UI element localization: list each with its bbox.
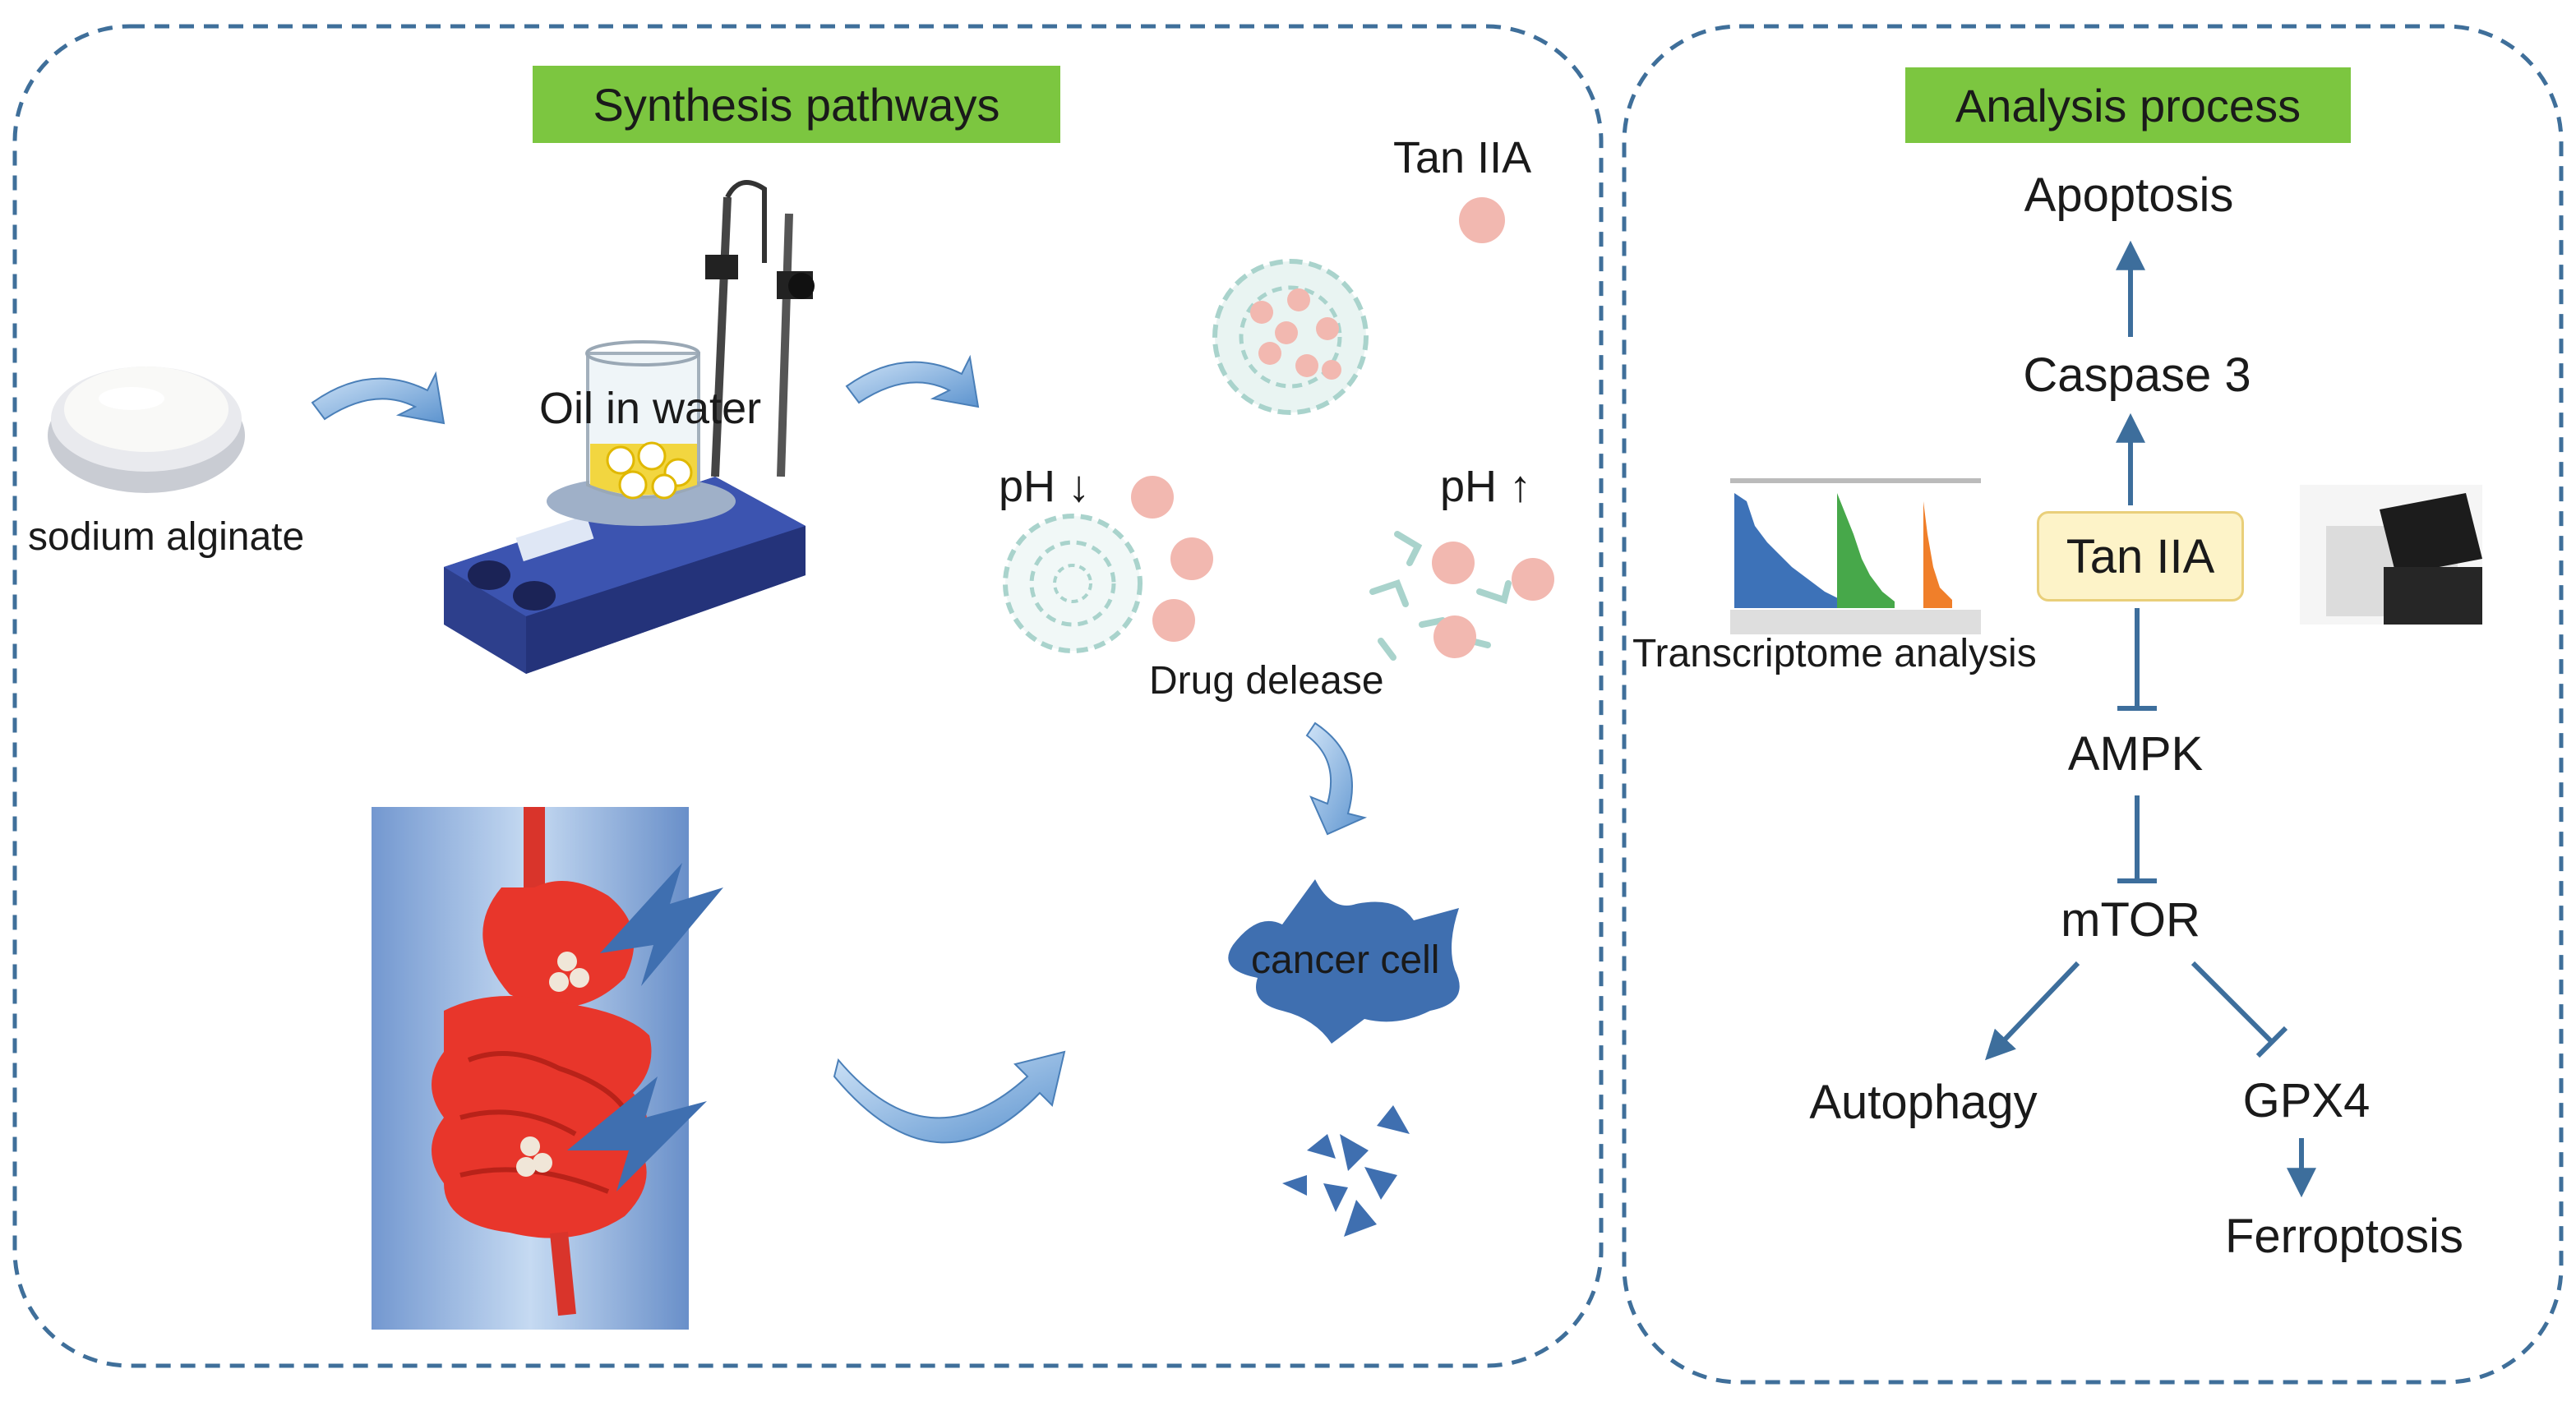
transcriptome-plot-icon (1730, 477, 1981, 634)
tan-iia-label: Tan IIA (1393, 133, 1532, 182)
node-ampk: AMPK (2067, 727, 2204, 781)
curved-arrow-icon (845, 354, 980, 408)
tan-iia-particle-icon (1459, 197, 1505, 243)
released-particle-icon (1170, 537, 1213, 580)
petri-dish-icon (48, 366, 245, 493)
intact-nanosphere-icon (1003, 514, 1143, 653)
synthesis-banner: Synthesis pathways (533, 66, 1060, 143)
lightning-icon (600, 863, 723, 986)
synthesis-panel (12, 24, 1604, 1368)
node-mtor: mTOR (2061, 893, 2200, 947)
loaded-nanosphere-icon (1212, 259, 1369, 415)
analysis-panel (1622, 24, 2564, 1385)
node-tan-iia: Tan IIA (2037, 511, 2244, 602)
sequencer-instrument-icon (2300, 485, 2482, 625)
inhibit-mtor-to-gpx4 (2191, 961, 2274, 1044)
fragmented-cell-icon (1282, 1105, 1410, 1237)
node-autophagy: Autophagy (1809, 1076, 2038, 1129)
node-caspase3: Caspase 3 (2023, 348, 2251, 402)
released-particle-icon (1512, 558, 1554, 601)
cancer-cell-icon (1228, 879, 1460, 1044)
node-gpx4: GPX4 (2242, 1074, 2371, 1127)
magnetic-stirrer-icon (444, 180, 815, 674)
curved-arrow-icon (311, 371, 445, 425)
degraded-nanosphere-icon (1369, 531, 1512, 661)
ph-down-label: pH ↓ (999, 462, 1091, 511)
analysis-banner: Analysis process (1905, 67, 2351, 143)
ph-up-label: pH ↑ (1440, 462, 1532, 511)
node-apoptosis: Apoptosis (2024, 168, 2234, 222)
transcriptome-label: Transcriptome analysis (1632, 632, 2037, 675)
released-particle-icon (1433, 615, 1476, 658)
curved-arrow-icon (1305, 721, 1368, 836)
node-ferroptosis: Ferroptosis (2224, 1210, 2464, 1263)
digestive-tract-icon (372, 807, 689, 1330)
sodium-alginate-label: sodium alginate (28, 515, 305, 559)
drug-release-label: Drug delease (1149, 659, 1384, 703)
arrow-mtor-to-autophagy (1985, 961, 2080, 1061)
released-particle-icon (1432, 542, 1475, 584)
lightning-icon (567, 1076, 707, 1192)
oil-in-water-label: Oil in water (539, 384, 762, 433)
cancer-cell-label: cancer cell (1251, 938, 1440, 982)
pathway-arrows (1985, 240, 2316, 1198)
curved-arrow-icon (833, 1050, 1066, 1144)
released-particle-icon (1152, 599, 1195, 642)
released-particle-icon (1131, 476, 1174, 519)
